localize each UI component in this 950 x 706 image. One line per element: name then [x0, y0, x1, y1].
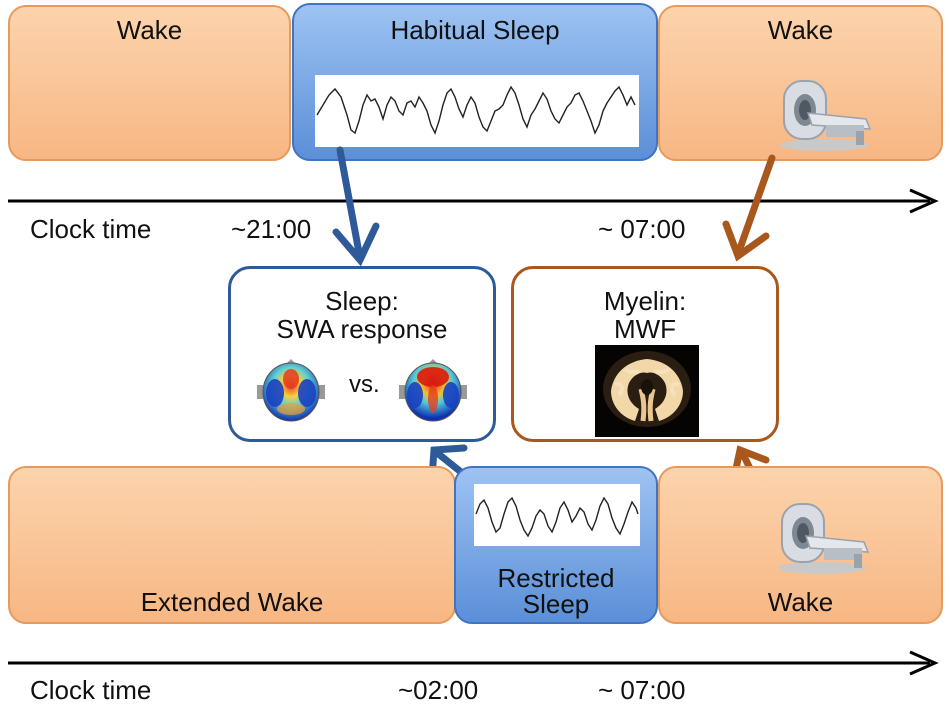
bottom-sleep-label-line1: Restricted [497, 563, 615, 593]
eeg-trace [316, 85, 636, 135]
top-clock-label: Clock time [30, 214, 152, 244]
mri-scanner-icon [778, 503, 870, 574]
bottom-restricted-sleep-block: Restricted Sleep [454, 466, 658, 624]
topographic-head-map [257, 359, 325, 422]
top-wake-left-label: Wake [116, 15, 183, 45]
top-timeline-arrow [8, 188, 939, 214]
bottom-sleep-label-line2: Sleep [522, 589, 590, 619]
vs-label: vs. [349, 371, 380, 398]
top-wake-right-block: Wake [658, 5, 943, 161]
bottom-wake-right-label: Wake [767, 587, 834, 617]
eeg-trace [475, 496, 639, 538]
bottom-wake-right-block: Wake [658, 466, 943, 624]
bottom-wake-left-label: Extended Wake [140, 587, 324, 617]
bottom-clock-label: Clock time [30, 675, 152, 705]
top-wake-left-block: Wake [8, 5, 291, 161]
top-sleep-label: Habitual Sleep [390, 15, 560, 45]
bottom-timeline-arrow [8, 650, 939, 676]
top-time-end: ~ 07:00 [598, 214, 686, 244]
bottom-eeg-panel [474, 484, 640, 546]
myelin-card-title-line1: Myelin: [603, 286, 687, 316]
top-wake-right-label: Wake [767, 15, 834, 45]
bottom-wake-left-block: Extended Wake [8, 466, 456, 624]
bottom-time-end: ~ 07:00 [598, 675, 686, 705]
sleep-card-title-line2: SWA response [276, 314, 448, 344]
myelin-card-title-line2: MWF [613, 314, 677, 344]
mri-scanner-icon [780, 80, 872, 151]
top-sleep-block: Habitual Sleep [292, 3, 658, 161]
topographic-head-map [399, 359, 467, 422]
bottom-time-start: ~02:00 [398, 675, 479, 705]
myelin-mwf-card: Myelin: MWF [511, 266, 779, 442]
sleep-card-title-line1: Sleep: [325, 286, 399, 316]
brain-mri-slice [595, 345, 699, 437]
sleep-swa-card: Sleep: SWA response vs. [228, 266, 496, 442]
top-time-start: ~21:00 [231, 214, 312, 244]
top-eeg-panel [315, 75, 639, 147]
